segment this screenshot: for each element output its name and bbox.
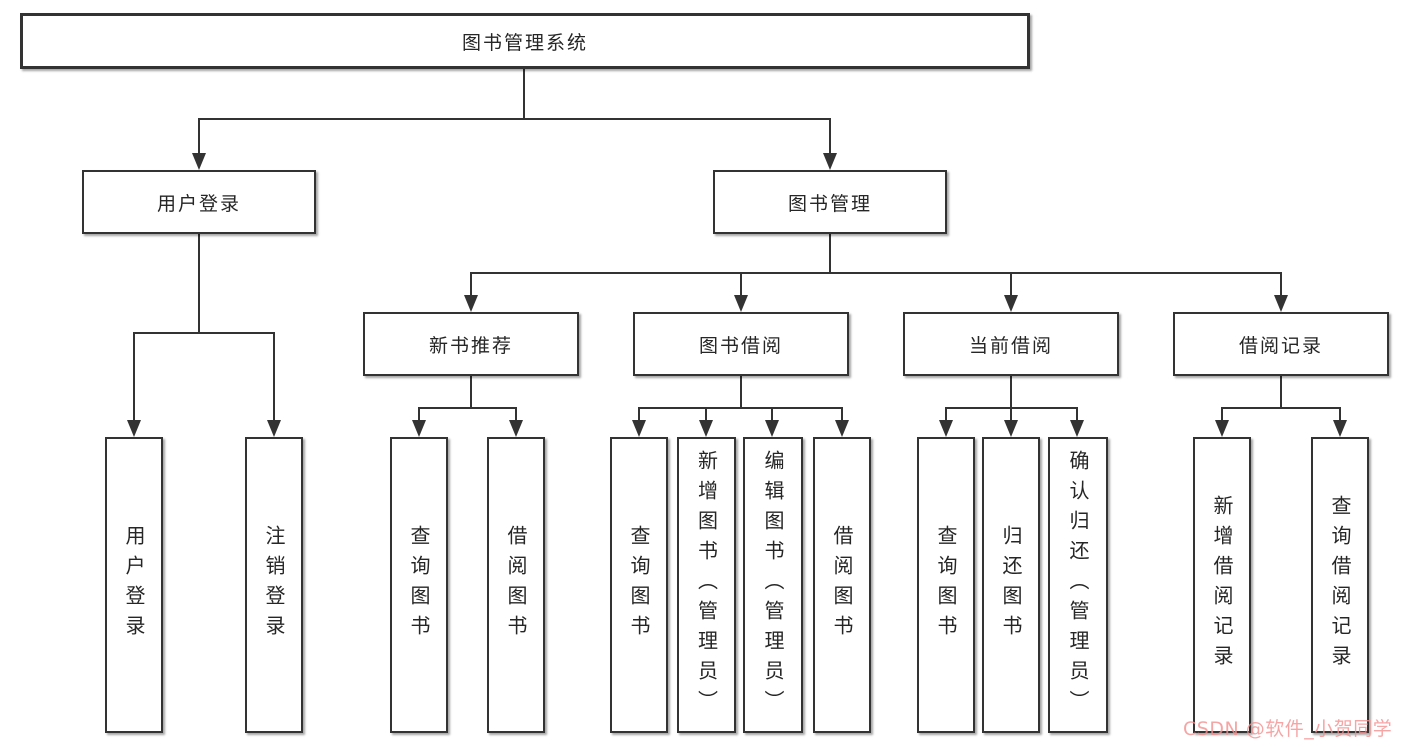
connector-line xyxy=(470,234,1282,299)
connector-line xyxy=(1221,376,1341,424)
node-label: 借阅图书 xyxy=(830,525,854,645)
arrow-head-icon xyxy=(765,420,779,437)
leaf-current-query-book: 查询图书 xyxy=(917,437,975,733)
arrow-head-icon xyxy=(267,420,281,437)
arrow-head-icon xyxy=(939,420,953,437)
node-label: 新书推荐 xyxy=(428,334,513,357)
node-root: 图书管理系统 xyxy=(20,13,1030,69)
node-label: 新增借阅记录 xyxy=(1210,495,1234,675)
node-new-book-recommend: 新书推荐 xyxy=(363,312,579,376)
node-label: 查询图书 xyxy=(934,525,958,645)
arrow-head-icon xyxy=(127,420,141,437)
connector-borrow-records-children xyxy=(1215,376,1347,437)
connector-current-borrow-children xyxy=(939,376,1084,437)
leaf-recommend-query-book: 查询图书 xyxy=(390,437,448,733)
node-label: 确认归还（管理员） xyxy=(1066,450,1090,720)
arrow-head-icon xyxy=(1333,420,1347,437)
leaf-records-add-record: 新增借阅记录 xyxy=(1193,437,1251,733)
leaf-records-query-record: 查询借阅记录 xyxy=(1311,437,1369,733)
arrow-head-icon xyxy=(699,420,713,437)
arrow-head-icon xyxy=(464,295,478,312)
node-borrow-records: 借阅记录 xyxy=(1173,312,1389,376)
node-label: 借阅记录 xyxy=(1238,334,1323,357)
node-book-management: 图书管理 xyxy=(713,170,947,234)
arrow-head-icon xyxy=(509,420,523,437)
arrow-head-icon xyxy=(1004,420,1018,437)
connector-book-borrow-children xyxy=(632,376,849,437)
node-label: 查询图书 xyxy=(407,525,431,645)
node-label: 新增图书（管理员） xyxy=(694,450,719,720)
connector-line xyxy=(133,234,275,424)
leaf-borrow-query-book: 查询图书 xyxy=(610,437,668,733)
node-label: 当前借阅 xyxy=(968,334,1053,357)
leaf-current-confirm-return: 确认归还（管理员） xyxy=(1048,437,1108,733)
arrow-head-icon xyxy=(1070,420,1084,437)
connector-new-book-recommend-children xyxy=(412,376,523,437)
connector-line xyxy=(945,376,1078,424)
node-label: 编辑图书（管理员） xyxy=(761,450,785,720)
node-label: 用户登录 xyxy=(156,192,241,215)
leaf-borrow-add-book: 新增图书（管理员） xyxy=(677,437,736,733)
connector-line xyxy=(418,376,517,424)
node-current-borrow: 当前借阅 xyxy=(903,312,1119,376)
connector-user-login-children xyxy=(127,234,281,437)
connector-book-management-children xyxy=(464,234,1288,312)
node-user-login: 用户登录 xyxy=(82,170,316,234)
node-book-borrow: 图书借阅 xyxy=(633,312,849,376)
csdn-watermark: CSDN @软件_小贺同学 xyxy=(1183,718,1393,740)
leaf-recommend-borrow-book: 借阅图书 xyxy=(487,437,545,733)
node-label: 注销登录 xyxy=(262,525,286,645)
arrow-head-icon xyxy=(192,153,206,170)
leaf-current-return-book: 归还图书 xyxy=(982,437,1040,733)
connector-line xyxy=(638,376,843,424)
connector-line xyxy=(198,69,831,157)
arrow-head-icon xyxy=(823,153,837,170)
node-label: 用户登录 xyxy=(122,525,146,645)
connector-root-to-level2 xyxy=(192,69,837,170)
arrow-head-icon xyxy=(835,420,849,437)
node-label: 查询借阅记录 xyxy=(1328,495,1352,675)
leaf-user-login: 用户登录 xyxy=(105,437,163,733)
node-label: 归还图书 xyxy=(999,525,1023,645)
arrow-head-icon xyxy=(412,420,426,437)
node-label: 图书管理 xyxy=(787,192,872,215)
node-label: 查询图书 xyxy=(627,525,651,645)
leaf-logout: 注销登录 xyxy=(245,437,303,733)
node-label: 图书借阅 xyxy=(698,334,783,357)
leaf-borrow-edit-book: 编辑图书（管理员） xyxy=(743,437,803,733)
arrow-head-icon xyxy=(734,295,748,312)
arrow-head-icon xyxy=(1004,295,1018,312)
arrow-head-icon xyxy=(632,420,646,437)
arrow-head-icon xyxy=(1215,420,1229,437)
node-label: 图书管理系统 xyxy=(461,31,588,54)
arrow-head-icon xyxy=(1274,295,1288,312)
leaf-borrow-borrow-book: 借阅图书 xyxy=(813,437,871,733)
node-label: 借阅图书 xyxy=(504,525,528,645)
